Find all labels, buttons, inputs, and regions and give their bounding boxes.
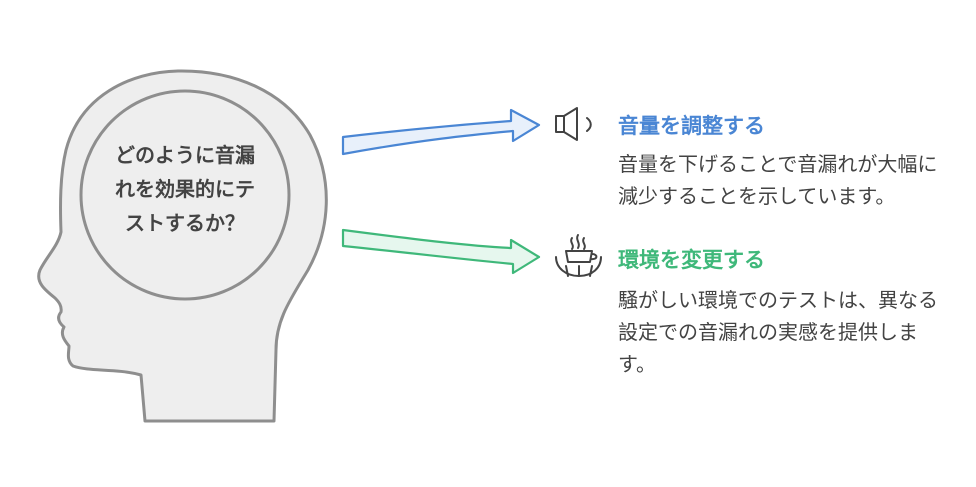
central-question: どのように音漏 れを効果的にテ ストするか？ (100, 138, 270, 240)
question-line-1: どのように音漏 (115, 143, 255, 167)
question-line-3: ストするか？ (125, 211, 245, 235)
branch-title-environment: 環境を変更する (618, 248, 765, 272)
branch-description-volume: 音量を下げることで音漏れが大幅に減少することを示しています。 (618, 152, 938, 208)
thought-circle (79, 89, 291, 301)
coffee-cup-icon (555, 234, 602, 277)
speaker-icon (555, 107, 592, 141)
question-line-2: れを効果的にテ (115, 177, 255, 201)
arrow-volume (341, 108, 541, 156)
arrow-environment (341, 228, 541, 275)
branch-title-volume: 音量を調整する (618, 114, 765, 138)
branch-description-environment: 騒がしい環境でのテストは、異なる設定での音漏れの実感を提供します。 (618, 288, 938, 376)
